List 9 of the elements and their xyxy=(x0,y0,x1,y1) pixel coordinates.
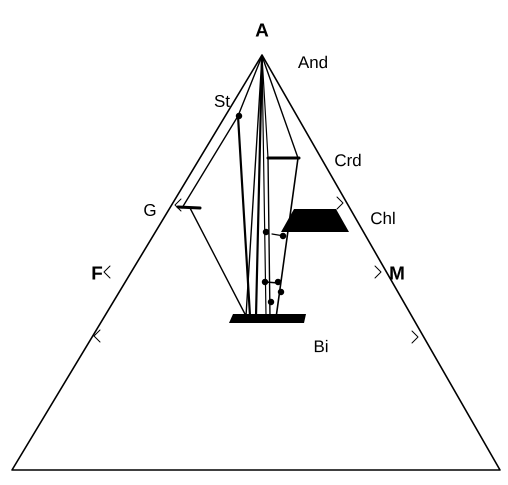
corner-label: A xyxy=(256,24,268,36)
mineral-label: G xyxy=(144,204,156,216)
mineral-label: And xyxy=(298,56,327,68)
mineral-label: Bi xyxy=(314,340,328,352)
corner-label: M xyxy=(390,266,404,280)
corner-label: F xyxy=(92,266,102,280)
mineral-label: Crd xyxy=(335,154,361,166)
mineral-label: Chl xyxy=(371,212,395,224)
mineral-label: St xyxy=(214,95,230,107)
